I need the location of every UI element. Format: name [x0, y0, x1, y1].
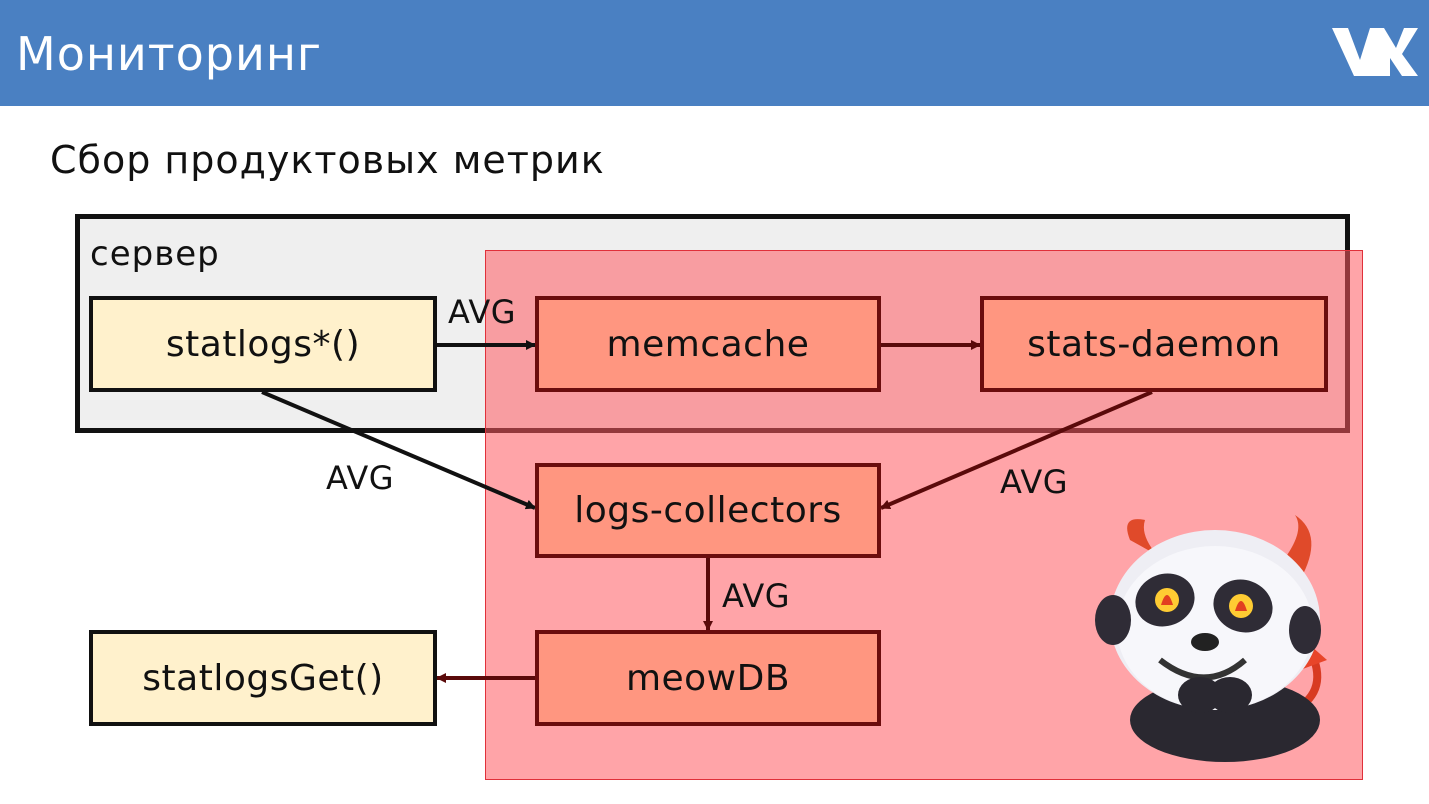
edge-label-collectors-meowdb: AVG	[722, 577, 791, 615]
server-group-label: сервер	[90, 234, 220, 274]
edge-label-statlogs-collectors: AVG	[326, 459, 395, 497]
node-logs-collectors: logs-collectors	[535, 463, 881, 558]
slide-subtitle: Сбор продуктовых метрик	[50, 138, 605, 182]
node-statlogs: statlogs*()	[89, 296, 437, 392]
node-statlogs-get: statlogsGet()	[89, 630, 437, 726]
vk-logo-icon	[1332, 28, 1418, 76]
edge-label-statlogs-memcache: AVG	[448, 293, 517, 331]
page-title: Мониторинг	[16, 27, 323, 81]
node-stats-daemon: stats-daemon	[980, 296, 1328, 392]
edge-label-daemon-collectors: AVG	[1000, 463, 1069, 501]
node-meowdb: meowDB	[535, 630, 881, 726]
node-memcache: memcache	[535, 296, 881, 392]
header-bar: Мониторинг	[0, 0, 1429, 106]
devil-panda-sticker-icon	[1095, 515, 1327, 762]
